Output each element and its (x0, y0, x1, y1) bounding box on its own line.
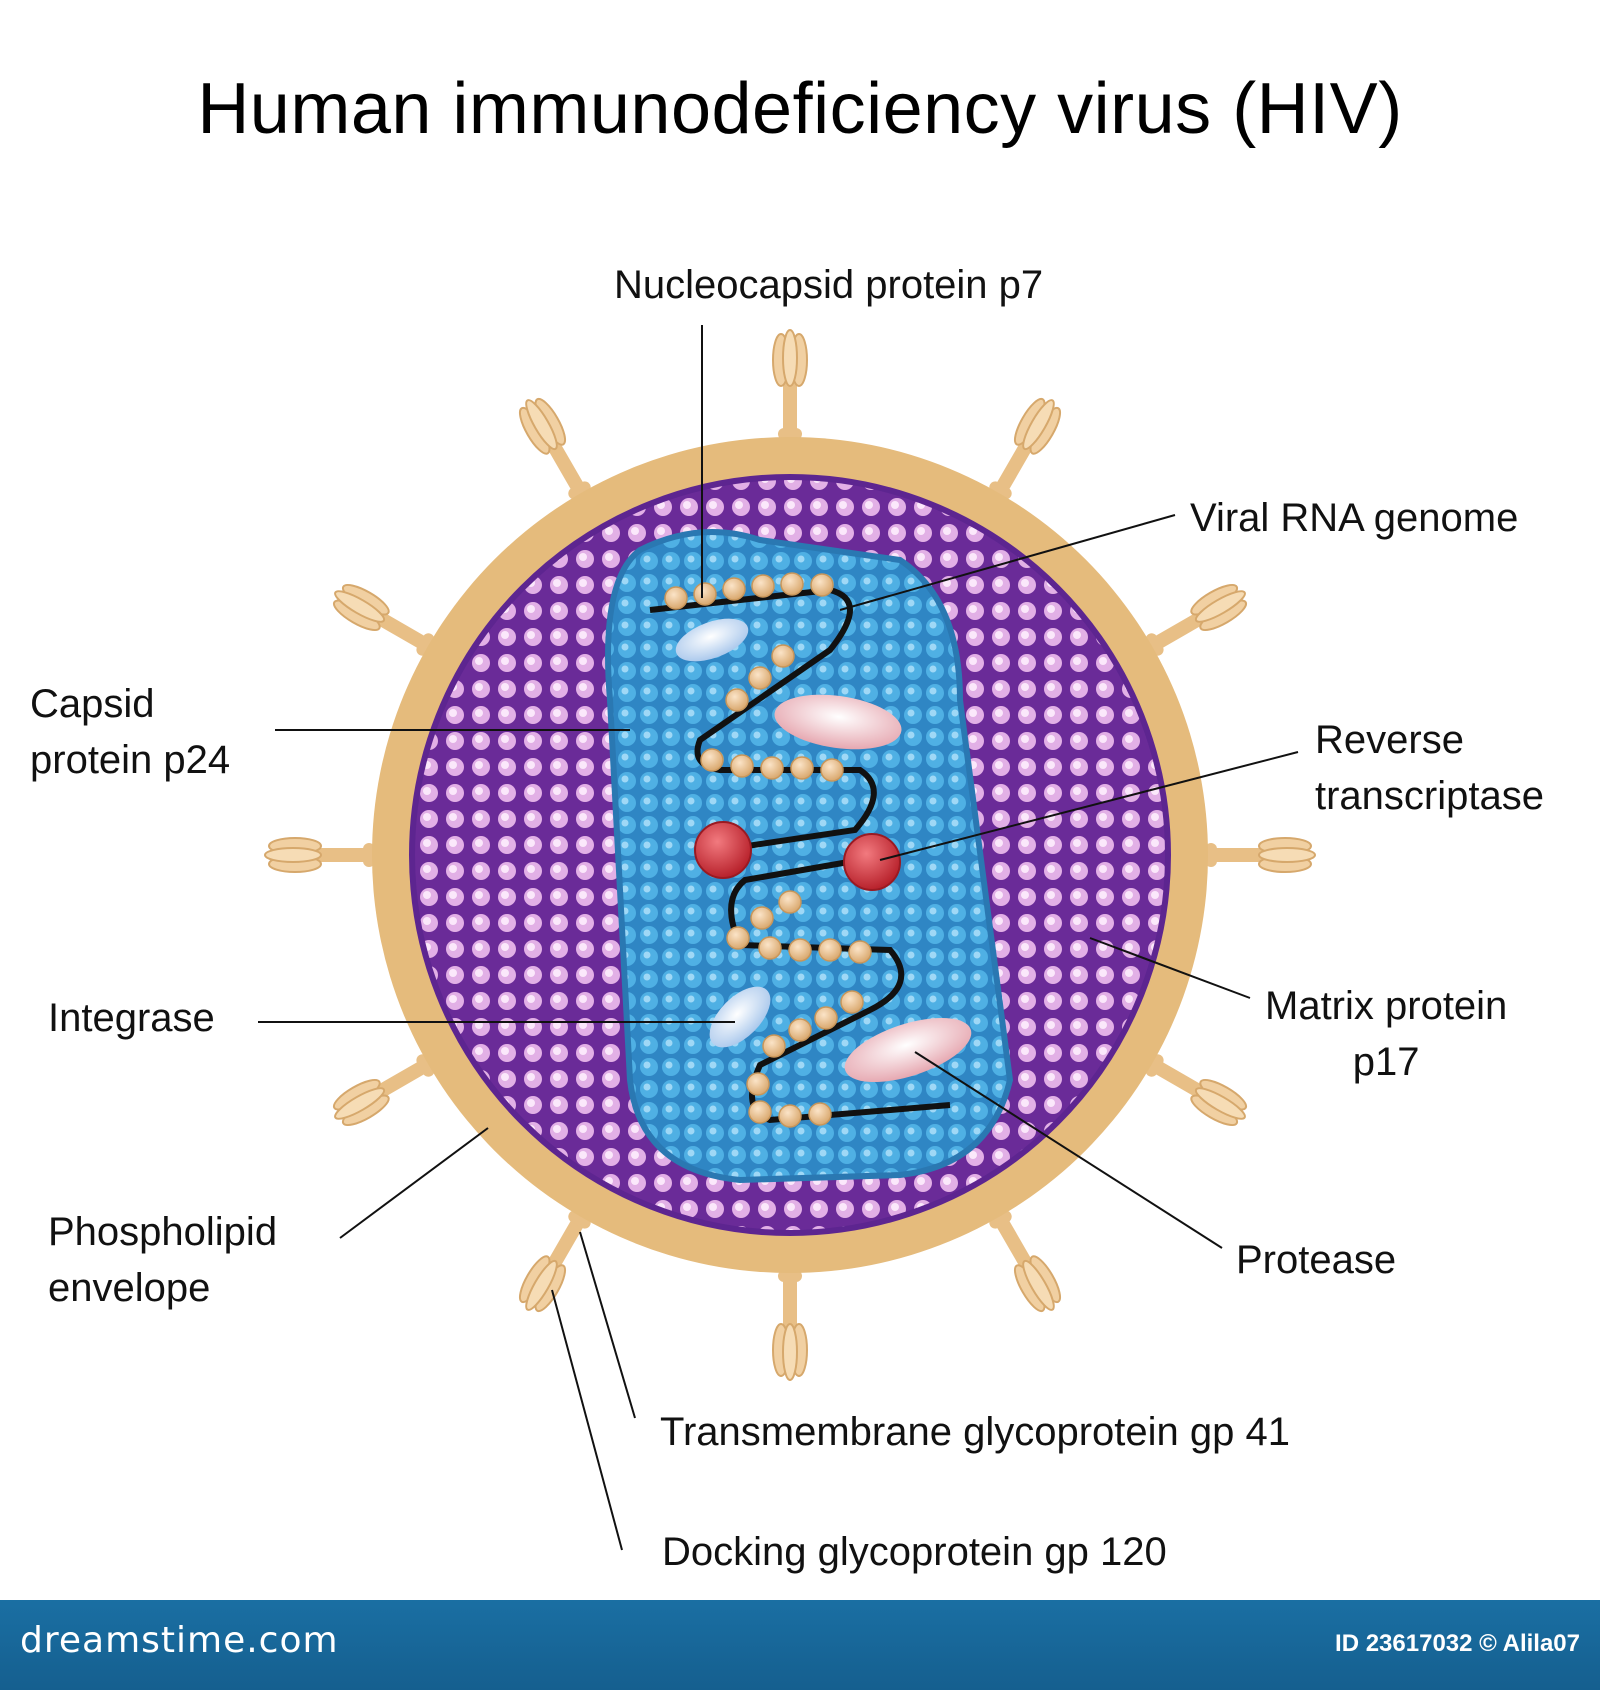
leader-lines (258, 325, 1299, 1551)
label-matrix-line2: p17 (1352, 1040, 1420, 1084)
rna-bead (771, 644, 795, 668)
label-protease: Protease (1236, 1238, 1397, 1282)
rna-bead (751, 574, 775, 598)
label-matrix-line1: Matrix protein (1265, 984, 1508, 1028)
leader-viral-rna (839, 514, 1176, 611)
label-integrase: Integrase (48, 996, 215, 1040)
label-reverse-line2: transcriptase (1315, 774, 1544, 818)
rna-bead (808, 1102, 832, 1126)
label-phospholipid-line2: envelope (48, 1266, 211, 1310)
integrase-1 (675, 618, 749, 662)
reverse-transcriptase-2 (843, 833, 901, 891)
rna-bead (748, 1100, 772, 1124)
footer-brand: dreamstime.com (20, 1620, 339, 1661)
leader-phospholipid (339, 1127, 489, 1239)
rna-bead (778, 1104, 802, 1128)
label-reverse-transcriptase: Reverse transcriptase (1315, 712, 1544, 824)
protease-1 (774, 694, 902, 750)
leader-docking (551, 1289, 623, 1551)
leader-protease (914, 1051, 1223, 1249)
reverse-transcriptase-1 (694, 821, 752, 879)
label-phospholipid-line1: Phospholipid (48, 1210, 278, 1254)
rna-bead (848, 940, 872, 964)
rna-bead (664, 586, 688, 610)
rna-bead (810, 573, 834, 597)
label-matrix: Matrix protein p17 (1265, 978, 1507, 1090)
capsid-core (605, 529, 1014, 1184)
label-docking: Docking glycoprotein gp 120 (662, 1530, 1167, 1574)
rna-bead (693, 582, 717, 606)
label-transmembrane: Transmembrane glycoprotein gp 41 (660, 1410, 1290, 1454)
rna-bead (722, 577, 746, 601)
rna-bead (746, 1072, 770, 1096)
protease-2 (844, 1017, 972, 1083)
integrase-2 (709, 986, 771, 1048)
rna-bead (748, 666, 772, 690)
label-capsid: Capsid protein p24 (30, 676, 230, 788)
rna-bead (788, 938, 812, 962)
glycoprotein-spike (772, 329, 808, 451)
rna-bead (820, 758, 844, 782)
rna-bead (730, 754, 754, 778)
leader-matrix (1089, 937, 1251, 999)
glycoprotein-spike (264, 837, 386, 873)
rna-bead (700, 748, 724, 772)
leader-transmembrane (579, 1231, 636, 1419)
glycoprotein-spike (772, 1259, 808, 1381)
rna-bead (725, 688, 749, 712)
viral-rna-strand (649, 586, 951, 1124)
rna-bead (750, 906, 774, 930)
label-capsid-line1: Capsid (30, 682, 155, 726)
rna-beads (664, 572, 872, 1128)
rna-bead (762, 1034, 786, 1058)
label-reverse-line1: Reverse (1315, 718, 1464, 762)
rna-bead (726, 926, 750, 950)
footer-bar: dreamstime.com ID 23617032 © Alila07 (0, 1600, 1600, 1690)
rna-bead (758, 936, 782, 960)
rna-bead (814, 1006, 838, 1030)
rna-bead (788, 1018, 812, 1042)
label-nucleocapsid: Nucleocapsid protein p7 (614, 263, 1044, 307)
footer-credit: ID 23617032 © Alila07 (1335, 1630, 1580, 1657)
rna-bead (790, 756, 814, 780)
label-phospholipid: Phospholipid envelope (48, 1204, 277, 1316)
diagram-title: Human immunodeficiency virus (HIV) (197, 69, 1403, 149)
label-capsid-line2: protein p24 (30, 738, 231, 782)
leader-reverse-transcriptase (879, 751, 1299, 861)
rna-bead (840, 990, 864, 1014)
rna-bead (818, 938, 842, 962)
rna-bead (760, 756, 784, 780)
label-viral-rna: Viral RNA genome (1190, 496, 1519, 540)
glycoprotein-spike (1194, 837, 1316, 873)
rna-bead (780, 572, 804, 596)
rna-bead (778, 890, 802, 914)
